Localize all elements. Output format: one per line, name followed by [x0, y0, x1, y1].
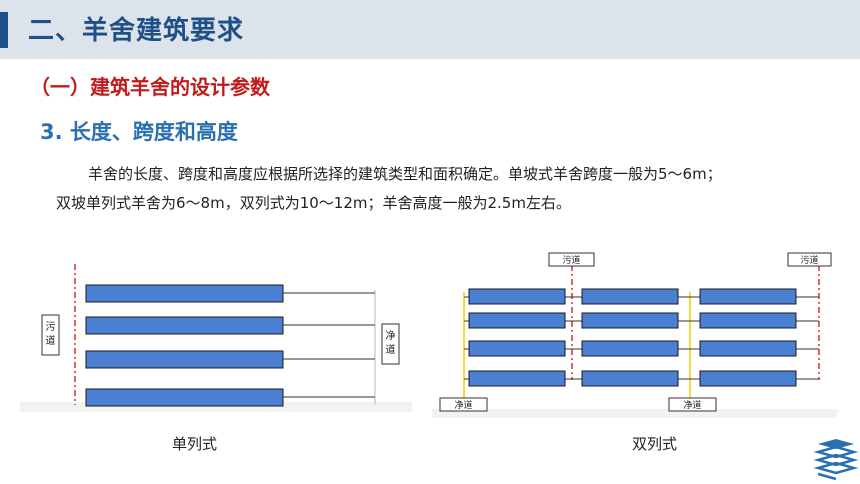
clean-road-label-box	[381, 323, 400, 365]
building-2	[85, 316, 284, 335]
building-4	[85, 388, 284, 407]
body-line-2: 双坡单列式羊舍为6～8m，双列式为10～12m；羊舍高度一般为2.5m左右。	[56, 194, 571, 212]
building-4-1	[468, 370, 566, 387]
clean-road-label-mid	[668, 397, 717, 412]
building-row-1	[464, 288, 819, 305]
building-row-1	[85, 284, 375, 303]
building-row-2	[464, 312, 819, 329]
double-row-caption: 双列式	[632, 435, 678, 453]
stacked-books-icon	[814, 439, 858, 480]
dirty-road-label-char-1: 污	[46, 321, 56, 333]
building-2-1	[468, 312, 566, 329]
clean-road-label-char-1: 净	[386, 329, 396, 342]
building-1-1	[468, 288, 566, 305]
clean-road-label-char-2: 道	[386, 343, 396, 356]
dirty-road-label-char-2: 道	[46, 334, 56, 347]
building-4-2	[581, 370, 679, 387]
item-title: 3. 长度、跨度和高度	[40, 120, 238, 144]
header-accent	[0, 12, 8, 48]
single-row-caption: 单列式	[172, 435, 218, 453]
clean-road-label-mid-text: 净道	[683, 399, 701, 411]
building-row-4	[85, 388, 375, 407]
building-2-2	[581, 312, 679, 329]
section-subtitle: （一）建筑羊舍的设计参数	[30, 75, 270, 99]
body-paragraph: 羊舍的长度、跨度和高度应根据所选择的建筑类型和面积确定。单坡式羊舍跨度一般为5～…	[56, 160, 836, 218]
dirty-road-label-mid-text: 污道	[562, 254, 580, 266]
building-3	[85, 350, 284, 369]
dirty-road-label-right	[787, 252, 832, 267]
page-title: 二、羊舍建筑要求	[28, 16, 245, 46]
building-row-4	[464, 370, 819, 387]
clean-road-label-left-text: 净道	[454, 399, 472, 411]
building-3-3	[699, 340, 797, 357]
clean-road-label-left	[439, 397, 488, 412]
building-1-2	[581, 288, 679, 305]
double-row-layout-diagram: 污道 污道 净道 净道	[432, 252, 837, 418]
building-row-3	[464, 340, 819, 357]
ground-strip	[432, 409, 837, 418]
building-1-3	[699, 288, 797, 305]
body-line-1: 羊舍的长度、跨度和高度应根据所选择的建筑类型和面积确定。单坡式羊舍跨度一般为5～…	[88, 165, 722, 183]
building-row-2	[85, 316, 375, 335]
dirty-road-label-right-text: 污道	[800, 254, 818, 266]
building-1	[85, 284, 284, 303]
ground-strip	[20, 402, 412, 412]
building-2-3	[699, 312, 797, 329]
building-row-3	[85, 350, 375, 369]
building-3-2	[581, 340, 679, 357]
building-3-1	[468, 340, 566, 357]
building-4-3	[699, 370, 797, 387]
dirty-road-label-box	[41, 314, 60, 356]
dirty-road-label-mid	[548, 252, 595, 267]
header-bar: 二、羊舍建筑要求	[0, 0, 860, 59]
single-row-layout-diagram: 污 道 净 道	[20, 264, 412, 412]
